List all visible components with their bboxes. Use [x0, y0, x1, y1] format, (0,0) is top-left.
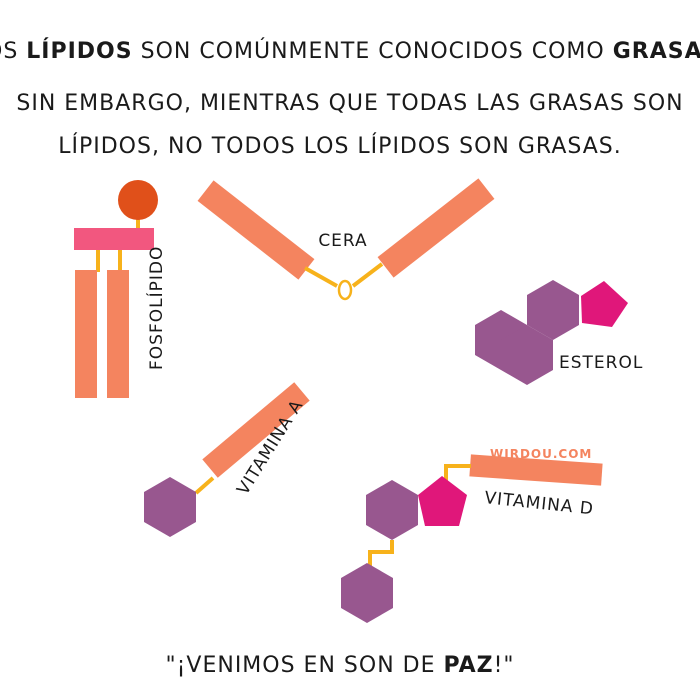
vitamin-a-molecule: VITAMINA A	[144, 382, 310, 537]
label-fosfolipido: FOSFOLÍPIDO	[145, 246, 167, 370]
phospholipid-tail-right	[107, 270, 129, 398]
phospholipid-molecule: FOSFOLÍPIDO	[74, 180, 167, 398]
sterol-ring-2	[501, 325, 553, 385]
vitamin-a-linker	[194, 476, 215, 495]
wax-linker-right	[351, 262, 384, 288]
sterol-ring-3	[527, 280, 579, 340]
vitamin-d-molecule: WIRDOU.COM VITAMINA D	[341, 447, 603, 623]
vitamin-d-chain	[469, 454, 603, 486]
vitamin-d-pentagon-ring	[418, 476, 467, 526]
sterol-pentagon-ring	[581, 281, 628, 327]
watermark-wirdou: WIRDOU.COM	[490, 447, 592, 461]
vitamin-a-chain	[202, 382, 310, 478]
vitamin-d-ring-linker	[368, 540, 394, 566]
intro-text: LOS LÍPIDOS SON COMÚNMENTE CONOCIDOS COM…	[0, 38, 700, 159]
intro-line-1: LOS LÍPIDOS SON COMÚNMENTE CONOCIDOS COM…	[0, 38, 700, 64]
label-vitamina-d: VITAMINA D	[483, 488, 594, 519]
wax-chain-left	[197, 180, 315, 280]
label-cera: CERA	[318, 231, 367, 251]
vitamin-d-ring-2	[341, 563, 393, 623]
phospholipid-glycerol-bar	[74, 228, 154, 250]
vitamin-d-chain-linker	[444, 464, 471, 482]
wax-chain-right	[377, 178, 495, 278]
footer-quote: "¡VENIMOS EN SON DE PAZ!"	[165, 653, 514, 678]
intro-line-2: SIN EMBARGO, MIENTRAS QUE TODAS LAS GRAS…	[16, 91, 683, 116]
label-esterol: ESTEROL	[559, 353, 643, 373]
phospholipid-phosphate-head	[118, 180, 158, 220]
wax-linker-left	[304, 266, 338, 288]
vitamin-a-ring	[144, 477, 196, 537]
wax-molecule: CERA	[197, 178, 495, 301]
wax-ester-oxygen	[337, 279, 353, 301]
vitamin-d-ring-1	[366, 480, 418, 540]
sterol-molecule: ESTEROL	[475, 280, 643, 385]
intro-line-3: LÍPIDOS, NO TODOS LOS LÍPIDOS SON GRASAS…	[58, 133, 622, 159]
phospholipid-tail-left	[75, 270, 97, 398]
